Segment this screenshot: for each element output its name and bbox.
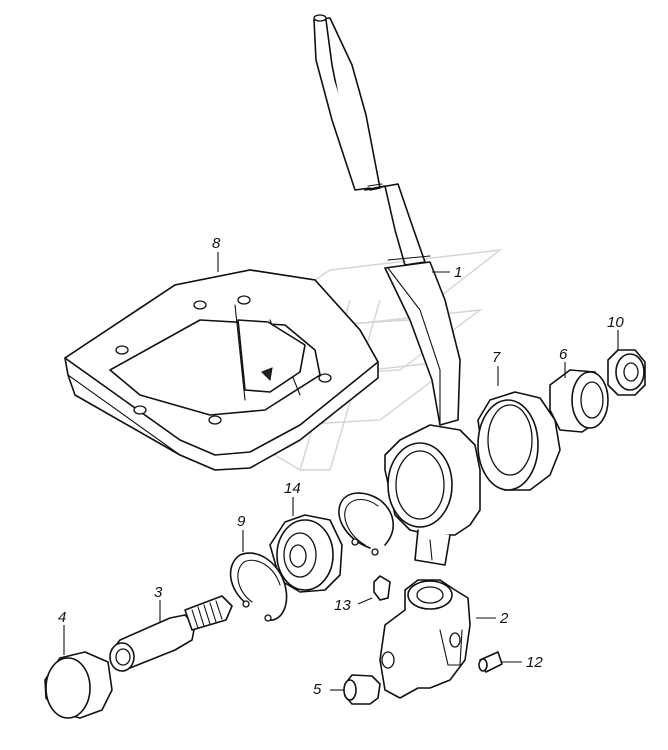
part-12-pin [478, 651, 503, 673]
part-10-nut [607, 349, 646, 396]
part-3-threaded-pin [109, 595, 233, 672]
part-5-bush [343, 674, 381, 705]
part-13-key [373, 575, 391, 601]
callout-1: 1 [454, 264, 462, 281]
part-1-shift-lever [313, 14, 461, 426]
callout-3: 3 [154, 584, 163, 601]
part-1-lever-housing [384, 424, 481, 566]
leader-lines [63, 252, 619, 691]
part-8-cover-plate [64, 269, 379, 471]
callout-7: 7 [492, 349, 501, 366]
callout-8: 8 [212, 235, 221, 252]
callout-13: 13 [334, 597, 351, 614]
callout-6: 6 [559, 346, 568, 363]
callout-10: 10 [607, 314, 624, 331]
callout-9: 9 [237, 513, 246, 530]
part-6-sleeve [549, 369, 609, 433]
part-14-bearing [269, 514, 343, 593]
part-7-bushing [477, 391, 561, 491]
callout-labels: 8 1 7 6 10 14 9 3 4 2 12 5 13 [58, 235, 624, 698]
part-2-fork [379, 579, 471, 699]
part-4-cap [44, 651, 113, 719]
callout-14: 14 [284, 480, 301, 497]
callout-2: 2 [499, 610, 509, 627]
callout-5: 5 [313, 681, 322, 698]
snap-ring [338, 492, 394, 556]
callout-4: 4 [58, 609, 66, 626]
part-9-retaining-ring [229, 552, 288, 622]
callout-12: 12 [526, 654, 543, 671]
